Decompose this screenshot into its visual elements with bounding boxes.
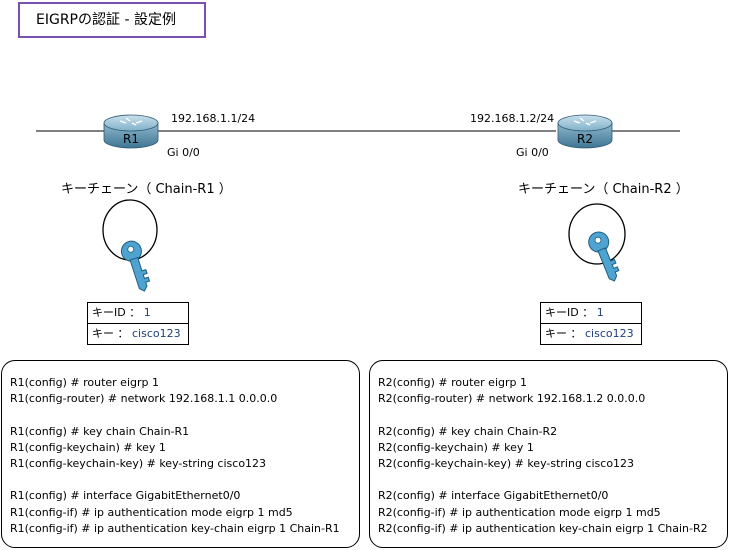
- router-r2-label: R2: [577, 132, 593, 146]
- r1-ip-label: 192.168.1.1/24: [171, 112, 256, 125]
- config-line: R2(config-router) # network 192.168.1.2 …: [378, 392, 646, 406]
- r2-key-table: キーID ： 1 キー ： cisco123: [540, 302, 642, 345]
- router-icon: [103, 114, 159, 149]
- config-line: R2(config) # key chain Chain-R2: [378, 424, 558, 438]
- config-line: R1(config) # router eigrp 1: [10, 376, 159, 389]
- config-line: [10, 472, 359, 488]
- key-id-row: キーID ： 1: [545, 306, 604, 319]
- r2-interface-label: Gi 0/0: [516, 146, 549, 159]
- router-r1-label: R1: [123, 132, 139, 146]
- config-line: [378, 407, 727, 423]
- key-id-label: キーID: [92, 306, 126, 319]
- router-icon: [557, 114, 613, 149]
- key-icon: [120, 240, 151, 292]
- config-line: R2(config) # interface GigabitEthernet0/…: [378, 489, 609, 503]
- config-line: R1(config-if) # ip authentication key-ch…: [10, 521, 340, 535]
- r2-config-box: R2(config) # router eigrp 1 R2(config-ro…: [369, 360, 728, 548]
- config-line: R1(config-keychain-key) # key-string cis…: [10, 456, 267, 470]
- key-id-row: キーID ： 1: [92, 306, 151, 319]
- r1-keychain-label: キーチェーン（ Chain-R1 ）: [61, 182, 232, 197]
- key-label: キー: [92, 327, 114, 340]
- key-id-value: 1: [143, 306, 151, 319]
- config-line: R1(config-router) # network 192.168.1.1 …: [10, 392, 278, 406]
- r1-key-table: キーID ： 1 キー ： cisco123: [87, 302, 189, 345]
- config-line: R2(config-if) # ip authentication mode e…: [378, 505, 661, 519]
- config-line: R1(config-if) # ip authentication mode e…: [10, 505, 293, 519]
- config-line: R1(config-keychain) # key 1: [10, 440, 166, 454]
- key-id-value: 1: [596, 306, 604, 319]
- key-icon: [588, 231, 620, 282]
- r2-keychain-label: キーチェーン（ Chain-R2 ）: [518, 182, 689, 197]
- config-line: R1(config) # interface GigabitEthernet0/…: [10, 489, 241, 503]
- r1-interface-label: Gi 0/0: [167, 146, 200, 159]
- r1-config-box: R1(config) # router eigrp 1 R1(config-ro…: [1, 360, 360, 548]
- key-label: キー: [545, 327, 567, 340]
- key-id-label: キーID: [545, 306, 579, 319]
- keyring-icon: [568, 203, 626, 265]
- config-line: [10, 407, 359, 423]
- network-diagram: R1 R2: [36, 114, 680, 292]
- page-title: EIGRPの認証 - 設定例: [18, 2, 206, 38]
- key-row: キー ： cisco123: [88, 323, 188, 344]
- config-line: R1(config) # key chain Chain-R1: [10, 424, 190, 438]
- key-row: キー ： cisco123: [541, 323, 641, 344]
- config-line: R2(config) # router eigrp 1: [378, 376, 527, 389]
- key-value: cisco123: [585, 327, 634, 340]
- config-line: [378, 472, 727, 488]
- config-line: R2(config-if) # ip authentication key-ch…: [378, 521, 708, 535]
- key-value: cisco123: [132, 327, 181, 340]
- config-line: R2(config-keychain-key) # key-string cis…: [378, 456, 635, 470]
- r2-ip-label: 192.168.1.2/24: [470, 112, 555, 125]
- config-line: R2(config-keychain) # key 1: [378, 440, 534, 454]
